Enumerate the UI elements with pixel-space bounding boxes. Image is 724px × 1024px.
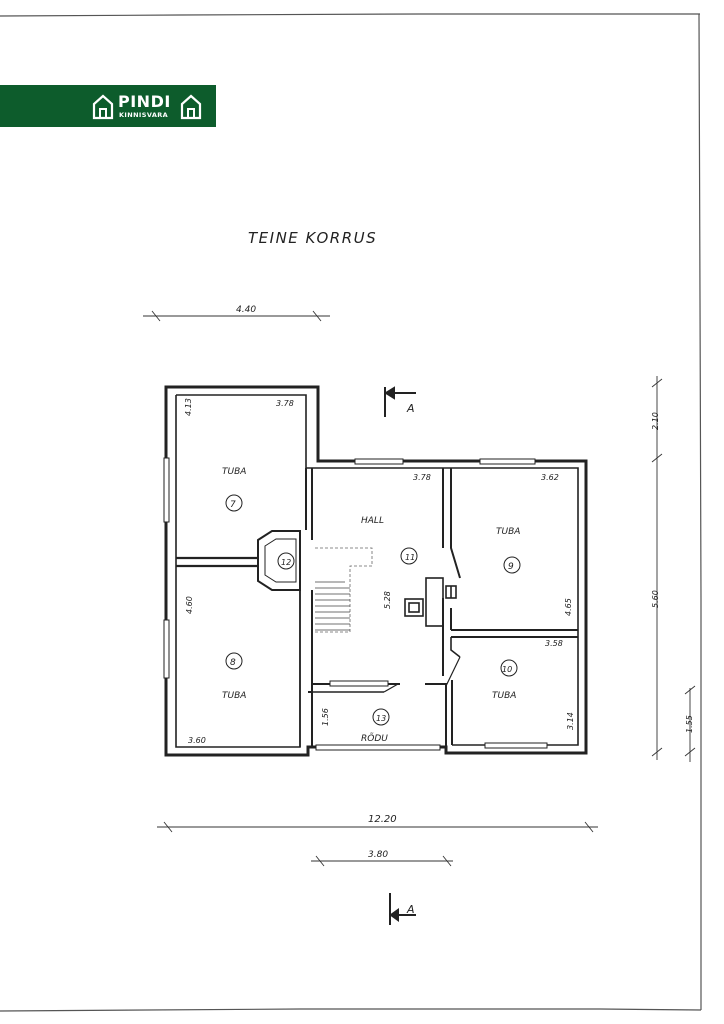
room-number-circles: [225, 494, 521, 726]
room-10-dim-top: 3.58: [545, 639, 563, 648]
dim-balcony-width: 3.80: [368, 850, 388, 860]
room-8-dim-side: 4.60: [185, 596, 194, 614]
dimension-lines: [143, 310, 696, 867]
room-12-number: 12: [281, 558, 291, 567]
section-marker-bottom: A: [406, 903, 415, 916]
section-marker-labels: A A: [406, 402, 415, 916]
room-10-number: 10: [502, 665, 512, 674]
sheet-frame: [0, 13, 702, 1012]
section-markers: [384, 386, 416, 925]
fireplace: [404, 577, 457, 627]
section-marker-top: A: [406, 402, 415, 415]
room-9-number: 9: [508, 562, 514, 572]
room-13-dim-side: 1.56: [321, 708, 330, 726]
dim-total-width: 12.20: [368, 814, 397, 825]
room-7-number: 7: [230, 500, 236, 510]
pindi-logo: PINDI KINNISVARA: [92, 91, 204, 123]
room-8-number: 8: [230, 658, 236, 668]
walls: [164, 385, 588, 757]
room-11-name: HALL: [361, 516, 384, 526]
logo-banner: PINDI KINNISVARA: [0, 85, 216, 127]
dim-right-total: 5.60: [651, 590, 660, 608]
staircase: [315, 547, 373, 633]
room-labels: TUBA 7 3.78 4.13 TUBA 8 3.60 4.60 TUBA 9…: [184, 398, 575, 745]
room-13-number: 13: [376, 714, 386, 723]
room-7-name: TUBA: [222, 467, 246, 477]
house-icon: [92, 94, 114, 120]
room-10-dim-side: 3.14: [566, 712, 575, 730]
room-11-number: 11: [405, 553, 415, 562]
room-9-name: TUBA: [496, 527, 520, 537]
dim-right-lower: 1.55: [685, 715, 694, 733]
room-9-dim-top: 3.62: [541, 473, 559, 482]
logo-sub-text: KINNISVARA: [119, 111, 169, 119]
plan-title: TEINE KORRUS: [248, 229, 378, 247]
house-icon: [180, 94, 202, 120]
dimension-labels: 4.40 12.20 3.80 2.10 5.60 1.55: [236, 305, 694, 860]
room-11-dim-top: 3.78: [413, 473, 431, 482]
room-8-dim-bottom: 3.60: [188, 736, 206, 745]
dim-right-upper: 2.10: [651, 412, 660, 430]
room-8-name: TUBA: [222, 691, 246, 701]
windows: [163, 457, 548, 751]
room-9-dim-side: 4.65: [564, 598, 573, 616]
room-13-name: RÕDU: [361, 732, 388, 744]
logo-brand-text: PINDI: [118, 92, 171, 111]
dim-top-width: 4.40: [236, 305, 256, 315]
room-7-dim-top: 3.78: [276, 399, 294, 408]
room-11-dim-side: 5.28: [383, 591, 392, 609]
room-10-name: TUBA: [492, 691, 516, 701]
room-7-dim-side: 4.13: [184, 398, 193, 416]
